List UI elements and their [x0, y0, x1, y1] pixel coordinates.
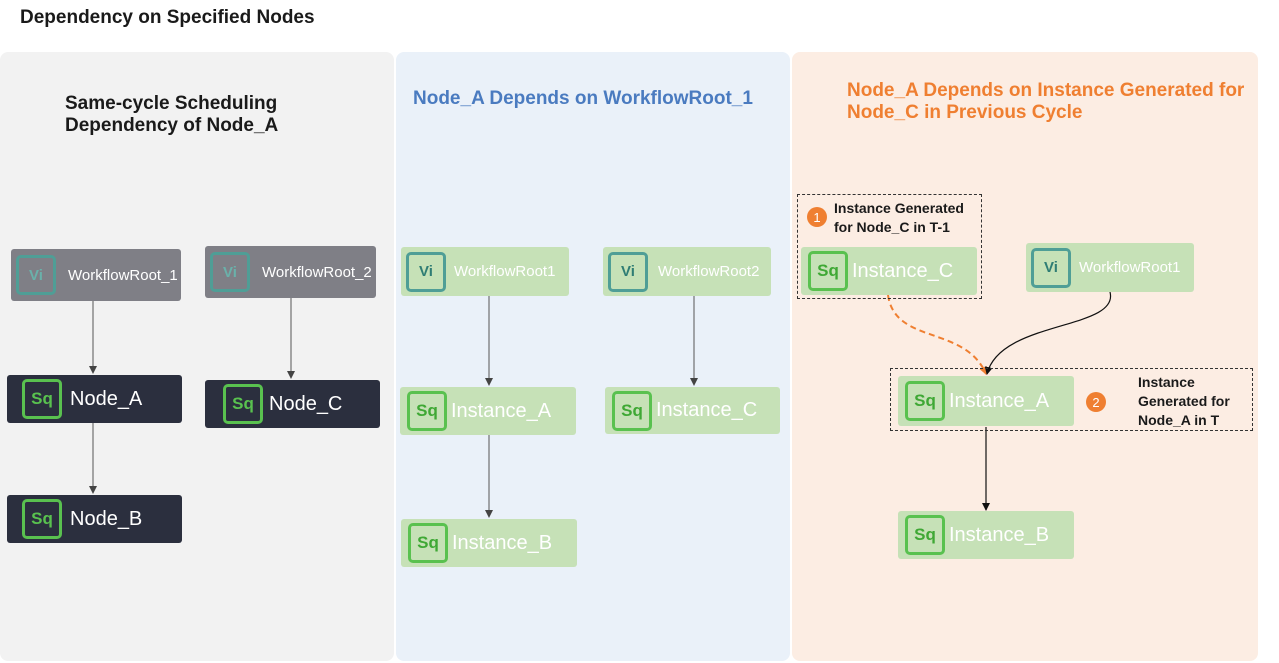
sql-icon: Sq — [22, 499, 62, 539]
node-label: Instance_C — [656, 399, 758, 421]
panel-2-heading: Node_A Depends on WorkflowRoot_1 — [413, 88, 753, 109]
panel-3-heading: Node_A Depends on Instance Generated for… — [847, 80, 1245, 123]
view-icon: Vi — [406, 251, 446, 292]
node-label: WorkflowRoot1 — [454, 263, 556, 280]
node-label: WorkflowRoot_1 — [68, 266, 178, 284]
node-label: Instance_C — [852, 259, 954, 282]
node-label: Instance_B — [949, 523, 1050, 546]
sql-icon: Sq — [808, 251, 848, 291]
view-icon: Vi — [16, 255, 56, 295]
sql-icon: Sq — [612, 390, 652, 431]
node-a[interactable]: Sq Node_A — [7, 375, 182, 423]
dashed-box-current-instance — [890, 368, 1253, 431]
node-label: WorkflowRoot_2 — [262, 263, 372, 281]
p3-instance-c[interactable]: Sq Instance_C — [801, 247, 977, 295]
sql-icon: Sq — [408, 523, 448, 563]
p3-instance-b[interactable]: Sq Instance_B — [898, 511, 1074, 559]
sql-icon: Sq — [223, 384, 263, 424]
step-2-badge: 2 — [1086, 392, 1106, 412]
p3-instance-a[interactable]: Sq Instance_A — [898, 376, 1074, 426]
view-icon: Vi — [608, 251, 648, 292]
sql-icon: Sq — [905, 381, 945, 421]
node-label: Instance_B — [452, 531, 553, 554]
note-1: Instance Generated for Node_C in T-1 — [834, 200, 964, 235]
dashed-box-previous-instance — [797, 194, 982, 299]
view-icon: Vi — [1031, 247, 1071, 288]
node-label: WorkflowRoot1 — [1079, 259, 1181, 276]
instance-workflowroot1[interactable]: Vi WorkflowRoot1 — [401, 247, 569, 296]
page-title: Dependency on Specified Nodes — [20, 7, 315, 28]
node-label: Node_A — [70, 387, 143, 410]
instance-workflowroot2[interactable]: Vi WorkflowRoot2 — [603, 247, 771, 296]
sql-icon: Sq — [407, 391, 447, 431]
node-workflowroot-1[interactable]: Vi WorkflowRoot_1 — [11, 249, 181, 301]
node-b[interactable]: Sq Node_B — [7, 495, 182, 543]
sql-icon: Sq — [22, 379, 62, 419]
panel-same-cycle — [0, 52, 394, 661]
node-c[interactable]: Sq Node_C — [205, 380, 380, 428]
edge-p3-instance-c-instance-a — [887, 294, 987, 375]
node-label: Node_B — [70, 507, 143, 530]
edge-p3-root1-instance-a — [984, 291, 1111, 375]
note-2: Instance Generated for Node_A in T — [1138, 374, 1230, 428]
node-label: Node_C — [269, 392, 343, 415]
panel-1-heading: Same-cycle Scheduling Dependency of Node… — [65, 93, 279, 136]
instance-c[interactable]: Sq Instance_C — [605, 387, 780, 434]
view-icon: Vi — [210, 252, 250, 292]
sql-icon: Sq — [905, 515, 945, 555]
instance-b[interactable]: Sq Instance_B — [401, 519, 577, 567]
node-label: WorkflowRoot2 — [658, 263, 760, 280]
step-1-badge: 1 — [807, 207, 827, 227]
node-label: Instance_A — [949, 389, 1050, 412]
node-label: Instance_A — [451, 399, 552, 422]
instance-a[interactable]: Sq Instance_A — [400, 387, 576, 435]
node-workflowroot-2[interactable]: Vi WorkflowRoot_2 — [205, 246, 376, 298]
panel-previous-cycle — [792, 52, 1258, 661]
p3-instance-workflowroot1[interactable]: Vi WorkflowRoot1 — [1026, 243, 1194, 292]
